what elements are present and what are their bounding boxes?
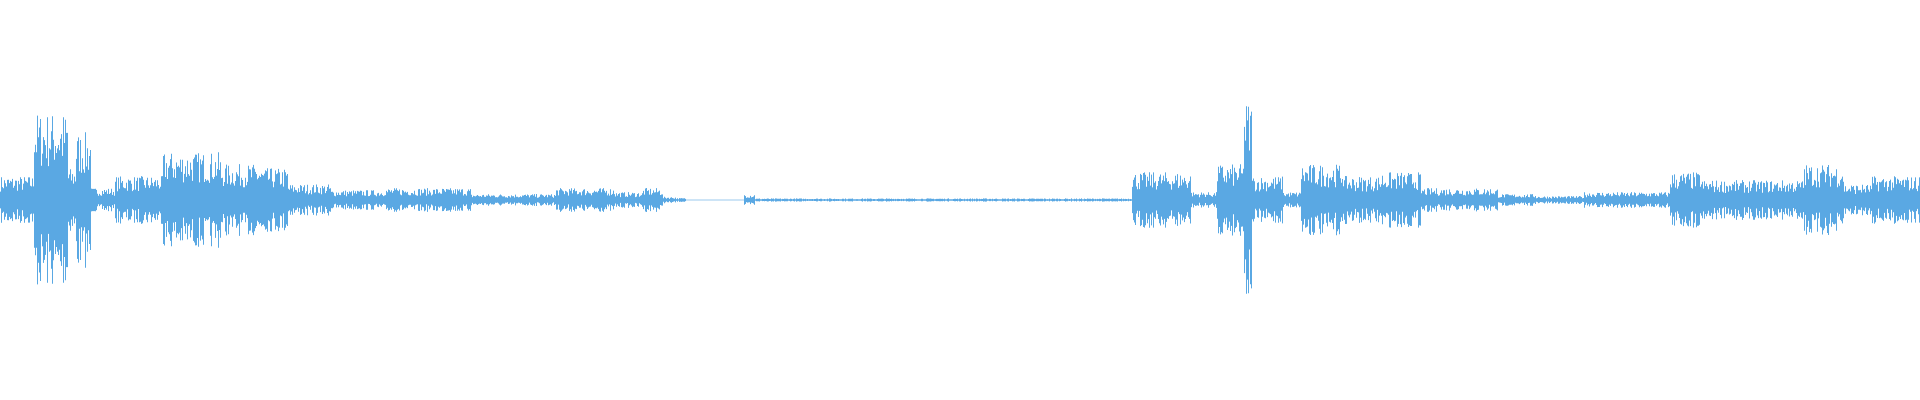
- waveform: [0, 106, 1920, 294]
